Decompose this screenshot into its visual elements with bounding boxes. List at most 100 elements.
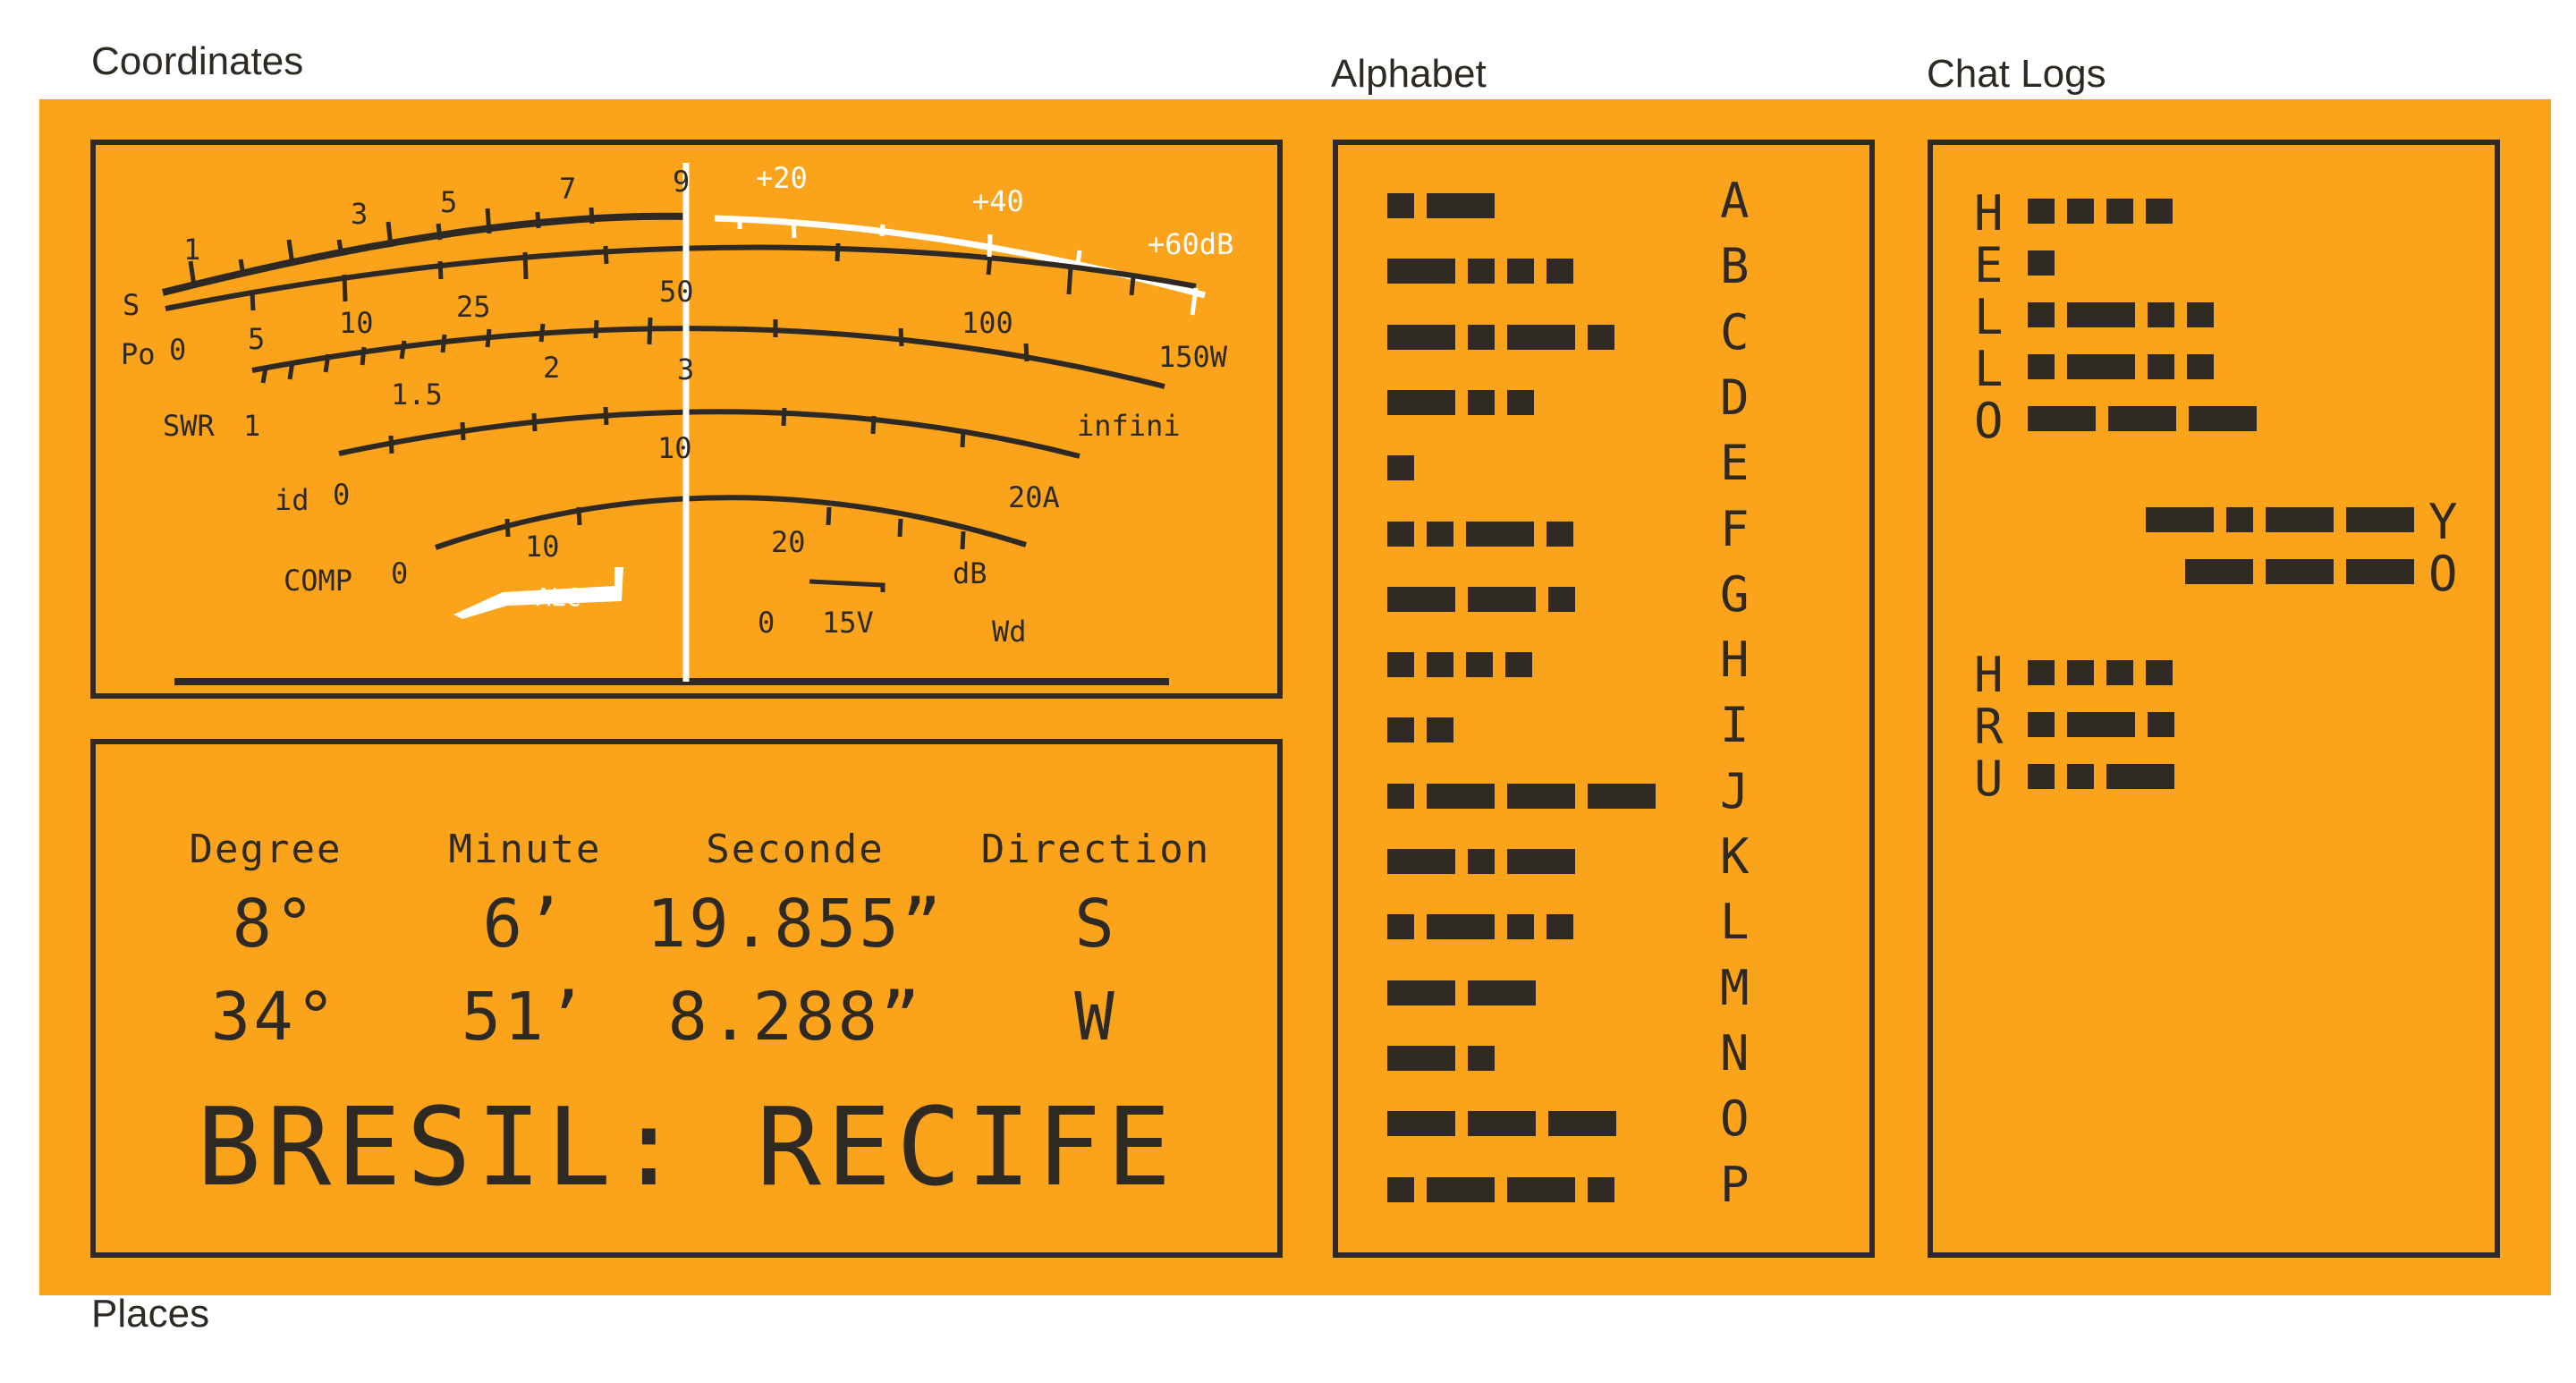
morse-dash [1427,783,1495,809]
morse-dash [1507,324,1575,350]
alphabet-row: O [1387,1095,1852,1143]
morse-dot [1468,259,1495,284]
volt-tick-15v: 15V [822,606,874,640]
comp-tick-db: dB [953,556,987,590]
alphabet-row: F [1387,505,1852,553]
comp-tick-0: 0 [391,556,408,590]
id-scale-label: id [275,483,309,517]
alc-marker [453,567,623,619]
chat-letter: R [1974,699,2004,755]
swr-scale-arc [251,326,1165,389]
morse-dash [2106,764,2174,789]
po-scale-label: Po [121,337,156,371]
po-tick-0: 0 [169,333,186,367]
header-direction: Direction [980,827,1211,872]
alphabet-letter: L [1720,894,1750,951]
id-scale-arc [338,409,1080,459]
morse-dash [1387,324,1455,350]
morse-dot [1466,652,1493,678]
chat-letter: O [2428,546,2458,602]
header-minute: Minute [448,827,602,872]
s-tick-7: 7 [559,172,576,206]
morse-dot [1387,652,1414,678]
morse-dot [2067,199,2094,224]
header-seconde: Seconde [706,827,885,872]
morse-dot [2067,764,2094,789]
s-plus-20: +20 [756,161,808,195]
morse-dot [2028,354,2055,379]
morse-dot [1468,324,1495,350]
morse-dash [2346,507,2414,532]
morse-dash [2185,559,2253,584]
wd-label: Wd [992,615,1027,649]
morse-dash [1507,849,1575,874]
chat-letter: O [1974,393,2004,449]
morse-dot [2028,764,2055,789]
morse-dot [2028,660,2055,685]
morse-dot [1548,586,1575,612]
morse-dash [2067,302,2135,327]
morse-dot [2106,660,2133,685]
swr-tick-infini: infini [1077,409,1181,443]
alphabet-row: P [1387,1160,1852,1209]
orange-board: S 1 3 5 7 9 Po 0 5 10 25 50 100 150W SWR… [39,99,2551,1295]
po-tick-100: 100 [962,306,1013,340]
morse-dot [2187,302,2214,327]
morse-dash [1387,259,1455,284]
morse-dash [1468,1111,1536,1137]
morse-dot [1427,717,1453,743]
alphabet-letter: A [1720,173,1750,229]
alphabet-letter: C [1720,303,1750,361]
alphabet-letter: I [1720,697,1750,754]
place-name: BRESIL: RECIFE [196,1086,1177,1210]
swr-tick-1-5: 1.5 [391,378,443,412]
s-tick-1: 1 [183,233,200,267]
morse-dash [1588,783,1656,809]
morse-dot [2148,712,2174,737]
chat-letter: L [1974,341,2004,397]
morse-dot [1507,389,1534,415]
morse-dash [2346,559,2414,584]
alphabet-row: N [1387,1029,1852,1077]
alc-label: ALC [536,582,581,612]
morse-dot [1546,914,1573,940]
morse-dash [2108,406,2176,431]
chat-letter: H [1974,647,2004,703]
chat-letter: H [1974,185,2004,242]
morse-dot [2226,507,2253,532]
morse-dash [2266,507,2334,532]
analog-meter-panel: S 1 3 5 7 9 Po 0 5 10 25 50 100 150W SWR… [90,140,1283,699]
chat-letter: E [1974,237,2004,293]
po-tick-5: 5 [248,322,265,356]
alphabet-row: A [1387,177,1852,225]
header-degree: Degree [189,827,343,872]
alphabet-section-label: Alphabet [1331,52,1487,96]
morse-dot [1387,914,1414,940]
alphabet-letter: G [1720,565,1750,623]
cell-direction-1: S [1074,886,1117,963]
cell-direction-2: W [1074,979,1117,1056]
morse-dot [1387,783,1414,809]
swr-tick-2: 2 [543,351,560,385]
alphabet-row: H [1387,636,1852,684]
po-tick-50: 50 [659,275,694,309]
volt-scale-arc [809,579,886,592]
morse-dash [1387,586,1455,612]
morse-dash [1548,1111,1616,1137]
id-tick-10: 10 [657,431,692,465]
alphabet-letter: D [1720,369,1750,426]
morse-dot [2028,712,2055,737]
cell-seconde-1: 19.855” [646,886,945,963]
chat-letter: U [1974,751,2004,807]
cell-seconde-2: 8.288” [667,979,923,1056]
coordinates-panel: Degree Minute Seconde Direction 8° 6’ 19… [90,739,1283,1258]
morse-dot [2146,199,2173,224]
chat-logs-section-label: Chat Logs [1927,52,2106,96]
morse-dot [1427,521,1453,547]
comp-scale-arc [435,495,1027,550]
morse-dot [2148,302,2174,327]
morse-dash [1468,586,1536,612]
comp-tick-10: 10 [525,530,560,564]
morse-dash [2067,712,2135,737]
